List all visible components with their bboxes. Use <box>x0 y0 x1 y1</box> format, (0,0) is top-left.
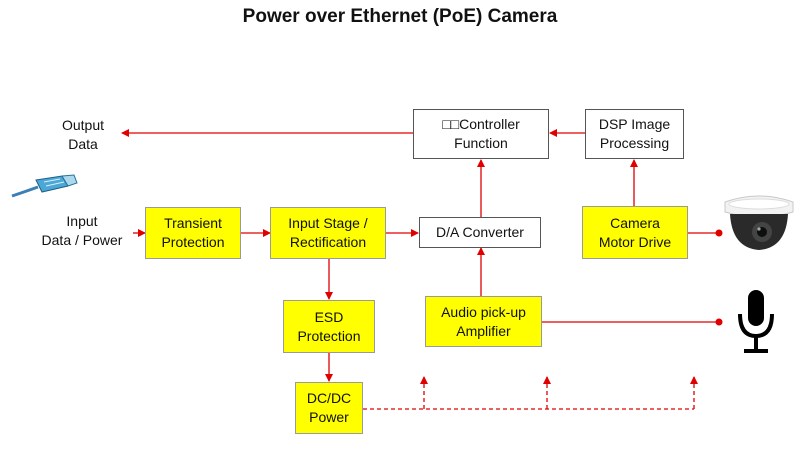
dome-camera-icon <box>724 195 794 250</box>
audio-pickup-amplifier-block: Audio pick-up Amplifier <box>425 296 542 347</box>
dcdc-power-block: DC/DC Power <box>295 382 363 434</box>
dsp-image-processing-block: DSP Image Processing <box>585 109 684 159</box>
input-stage-rectification-block: Input Stage / Rectification <box>270 207 386 259</box>
input-data-power-label: Input Data / Power <box>41 213 123 248</box>
diagram-title: Power over Ethernet (PoE) Camera <box>242 6 558 27</box>
ethernet-cable-icon <box>11 174 78 198</box>
camera-motor-drive-block: Camera Motor Drive <box>582 206 688 259</box>
da-converter-block: D/A Converter <box>419 217 541 248</box>
mic-connection-dot <box>715 318 723 326</box>
microphone-icon <box>738 290 774 353</box>
esd-protection-block: ESD Protection <box>283 300 375 353</box>
camera-connection-dot <box>715 229 723 237</box>
output-data-label: Output Data <box>61 117 105 152</box>
transient-protection-block: Transient Protection <box>145 207 241 259</box>
controller-function-block: □□Controller Function <box>413 109 549 159</box>
